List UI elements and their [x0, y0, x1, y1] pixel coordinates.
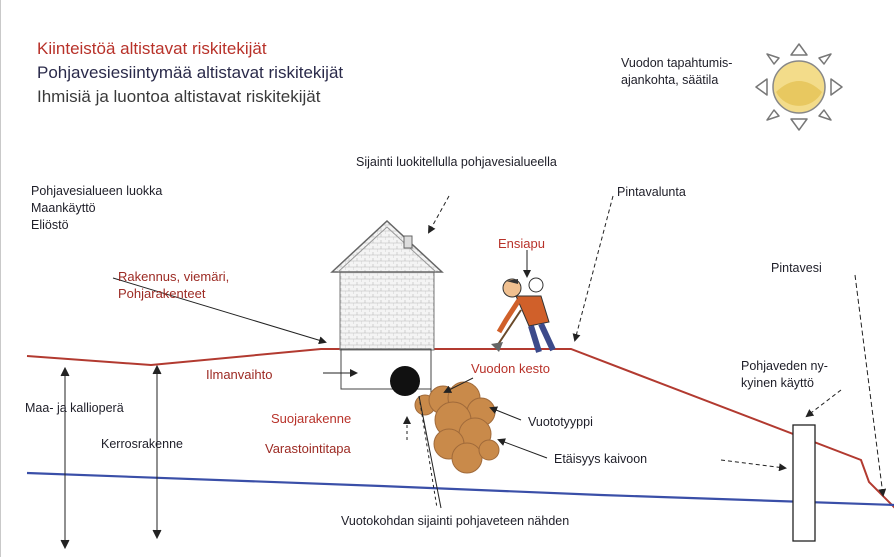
label-timing-weather: Vuodon tapahtumis- ajankohta, säätila: [621, 55, 732, 89]
sun-icon: [756, 44, 842, 130]
label-protection: Suojarakenne: [271, 410, 351, 427]
label-location: Sijainti luokitellulla pohjavesialueella: [356, 154, 557, 171]
legend-property-risks: Kiinteistöä altistavat riskitekijät: [37, 38, 267, 59]
label-distance-to-well: Etäisyys kaivoon: [554, 451, 647, 468]
label-leak-duration: Vuodon kesto: [471, 360, 550, 377]
label-layer-structure: Kerrosrakenne: [101, 436, 183, 453]
label-ventilation: Ilmanvaihto: [206, 366, 272, 383]
person-digging-icon: [491, 278, 553, 352]
leak-plume-icon: [415, 382, 499, 473]
label-well-use: Pohjaveden ny- kyinen käyttö: [741, 358, 828, 392]
legend-people-nature-risks: Ihmisiä ja luontoa altistavat riskitekij…: [37, 86, 320, 107]
house-icon: [332, 221, 442, 398]
tank-icon: [390, 366, 420, 396]
label-leak-type: Vuototyyppi: [528, 414, 593, 431]
legend-groundwater-risks: Pohjavesiesiintymää altistavat riskiteki…: [37, 62, 343, 83]
label-first-aid: Ensiapu: [498, 235, 545, 252]
label-aquifer-class: Pohjavesialueen luokka Maankäyttö Eliöst…: [31, 183, 162, 234]
label-surface-water: Pintavesi: [771, 260, 822, 277]
label-soil-bedrock: Maa- ja kallioperä: [25, 400, 124, 417]
label-building: Rakennus, viemäri, Pohjarakenteet: [118, 268, 229, 302]
label-runoff: Pintavalunta: [617, 184, 686, 201]
label-leak-position: Vuotokohdan sijainti pohjaveteen nähden: [341, 513, 569, 530]
label-storage: Varastointitapa: [265, 440, 351, 457]
well-icon: [793, 425, 815, 541]
